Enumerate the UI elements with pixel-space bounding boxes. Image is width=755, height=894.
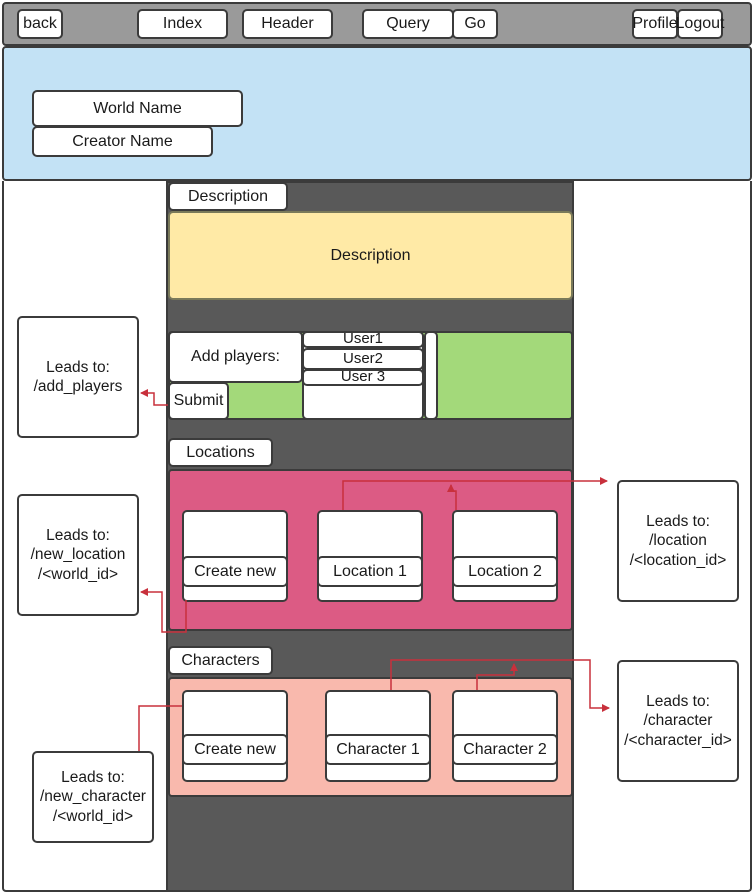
note-add-players: Leads to: /add_players [17, 316, 139, 438]
world-name-field: World Name [32, 90, 243, 127]
note-location: Leads to: /location /<location_id> [617, 480, 739, 602]
description-text: Description [168, 211, 573, 300]
note-new-character: Leads to: /new_character /<world_id> [32, 751, 154, 843]
user-option-2[interactable]: User2 [302, 348, 424, 370]
query-input[interactable]: Query [362, 9, 454, 39]
add-players-label: Add players: [168, 331, 303, 383]
create-location-button[interactable]: Create new [182, 556, 288, 587]
character-2-button[interactable]: Character 2 [452, 734, 558, 765]
characters-tab: Characters [168, 646, 273, 675]
locations-tab: Locations [168, 438, 273, 467]
index-button[interactable]: Index [137, 9, 228, 39]
back-button[interactable]: back [17, 9, 63, 39]
location-1-button[interactable]: Location 1 [317, 556, 423, 587]
profile-button[interactable]: Profile [632, 9, 678, 39]
logout-button[interactable]: Logout [676, 9, 724, 39]
go-button[interactable]: Go [452, 9, 498, 39]
create-character-button[interactable]: Create new [182, 734, 288, 765]
note-character: Leads to: /character /<character_id> [617, 660, 739, 782]
user-list-scrollbar[interactable] [424, 331, 438, 420]
user-option-1[interactable]: User1 [302, 330, 424, 348]
note-new-location: Leads to: /new_location /<world_id> [17, 494, 139, 616]
location-2-button[interactable]: Location 2 [452, 556, 558, 587]
submit-players-button[interactable]: Submit [168, 382, 229, 420]
character-1-button[interactable]: Character 1 [325, 734, 431, 765]
creator-name-field: Creator Name [32, 126, 213, 157]
description-tab: Description [168, 182, 288, 211]
user-option-3[interactable]: User 3 [302, 368, 424, 386]
header-button[interactable]: Header [242, 9, 333, 39]
